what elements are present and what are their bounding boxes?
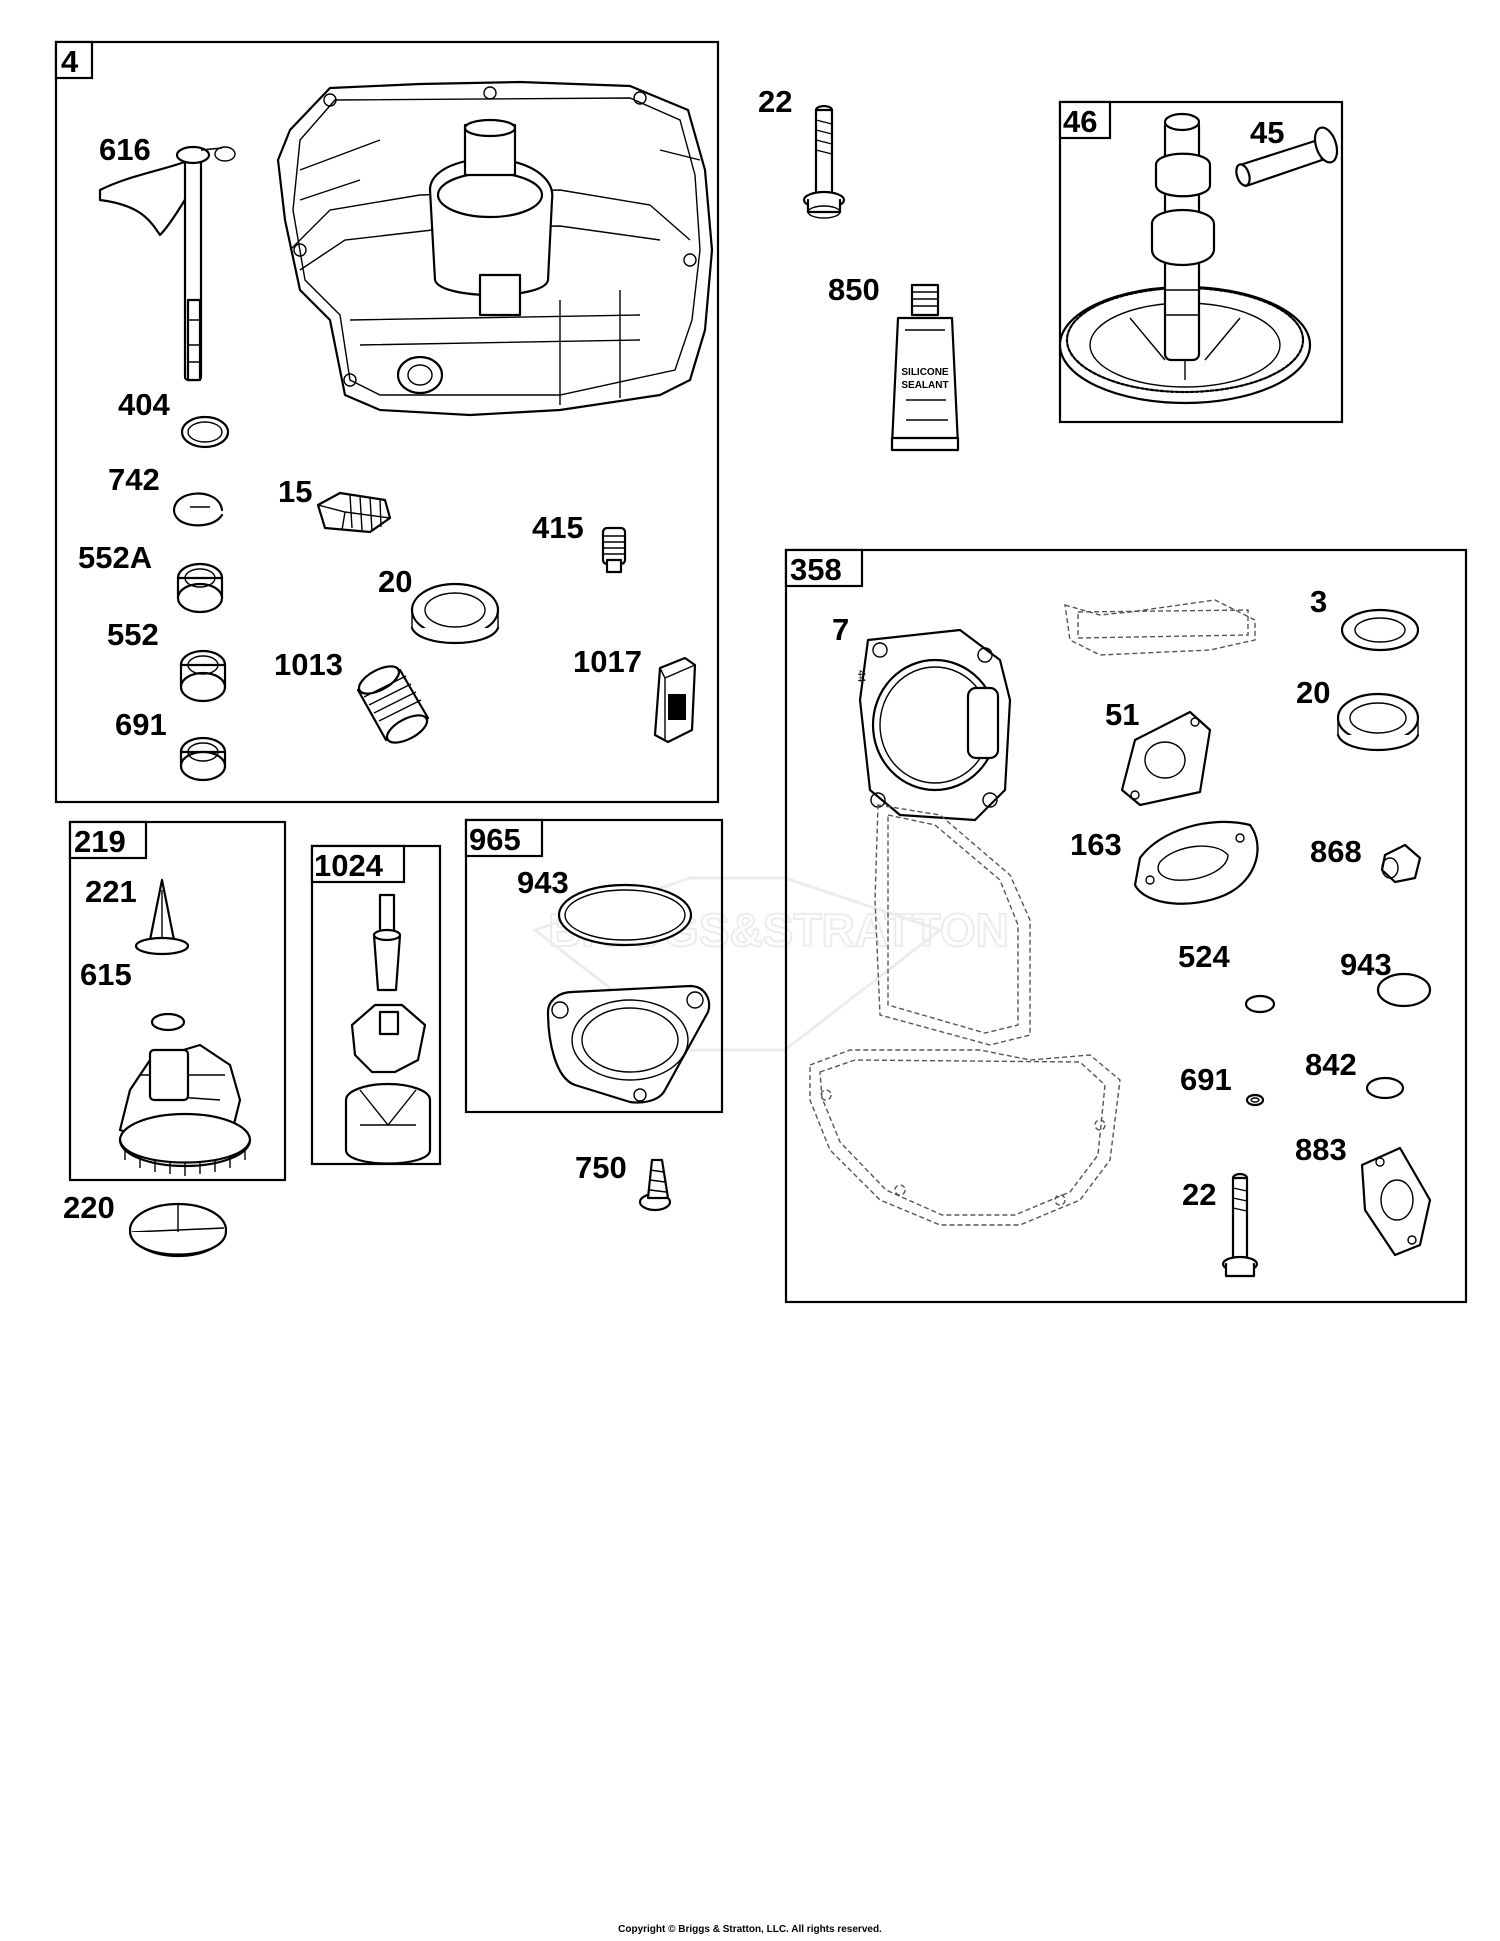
label-943: 943 [517,865,569,900]
fitting-415 [601,526,627,574]
group-box-358: 358 [784,548,1468,1304]
label-1017: 1017 [573,644,642,679]
label-20-kit: 20 [1296,675,1330,710]
label-616: 616 [99,132,151,167]
bolt-22-top [802,104,846,219]
group-tag-358: 358 [790,552,842,587]
label-415: 415 [532,510,584,545]
o-ring-524 [1244,994,1276,1014]
group-box-1024: 1024 [310,844,442,1166]
bolt-22-kit [1221,1172,1259,1278]
governor-shaft-616 [98,145,236,382]
oil-seal-20 [410,582,500,644]
crankcase-sump-illustration [276,80,714,417]
valve-tappet-45 [1235,126,1339,188]
label-615: 615 [80,957,132,992]
gasket-883 [1360,1146,1432,1257]
group-box-965: 965 [464,818,724,1114]
seal-552A [176,562,224,614]
label-883: 883 [1295,1132,1347,1167]
o-ring-691-kit [1245,1093,1265,1107]
group-tag-46: 46 [1063,104,1097,139]
washer-3 [1340,608,1420,652]
label-842: 842 [1305,1047,1357,1082]
label-691-kit: 691 [1180,1062,1232,1097]
o-ring-943 [557,883,693,947]
label-691-crankcase: 691 [115,707,167,742]
group-box-46: 46 [1058,100,1344,424]
label-3: 3 [1310,584,1327,619]
label-51: 51 [1105,697,1139,732]
oil-pump-housing [344,1082,432,1165]
tube-label-line-1: SILICONE [901,367,949,378]
callout-labels: 616 404 742 15 415 552A 20 552 1013 1017… [63,84,1392,1225]
oil-pump-pin [372,893,402,992]
intake-gasket-51 [1120,710,1212,807]
exhaust-gasket-163 [1133,820,1259,905]
pipe-fitting-1013 [356,665,430,744]
label-742: 742 [108,462,160,497]
retaining-ring-615 [150,1012,186,1032]
seal-552 [179,649,227,703]
label-552A: 552A [78,540,152,575]
seal-691 [179,736,227,782]
camshaft-gear-46 [1058,112,1312,405]
screen-1017 [653,656,697,744]
disc-220 [128,1202,228,1258]
gasket-stamp: 44 [855,670,867,682]
oil-pump-cover-965 [546,984,711,1104]
label-45: 45 [1250,115,1284,150]
label-524: 524 [1178,939,1230,974]
group-tag-4: 4 [61,44,79,79]
label-220: 220 [63,1190,115,1225]
valve-cover-gasket-dashed [1064,599,1256,656]
o-ring-842 [1365,1076,1405,1100]
group-tag-1024: 1024 [314,848,384,883]
label-15: 15 [278,474,312,509]
label-850: 850 [828,272,880,307]
governor-pin-221 [134,878,190,956]
cylinder-head-gasket-7: 44 [855,628,1012,822]
label-552: 552 [107,617,159,652]
group-tag-219: 219 [74,824,126,859]
o-ring-943-kit [1376,972,1432,1008]
tube-label-line-2: SEALANT [901,380,948,391]
sump-gasket-dashed [809,1049,1121,1226]
label-163: 163 [1070,827,1122,862]
label-22-kit: 22 [1182,1177,1216,1212]
oil-seal-20-kit [1336,692,1420,751]
label-20-crankcase: 20 [378,564,412,599]
label-943-kit: 943 [1340,947,1392,982]
label-868: 868 [1310,834,1362,869]
sealant-tube-850: SILICONE SEALANT [890,283,960,452]
copyright-notice: Copyright © Briggs & Stratton, LLC. All … [618,1924,882,1935]
label-1013: 1013 [274,647,343,682]
oil-pump-rotor [350,1003,427,1074]
fitting-868 [1380,843,1422,884]
label-22-top: 22 [758,84,792,119]
group-box-4: 4 [54,40,720,804]
retaining-ring-742 [173,492,224,527]
label-7: 7 [832,612,849,647]
label-404: 404 [118,387,170,422]
plug-15 [316,491,392,534]
label-750: 750 [575,1150,627,1185]
label-221: 221 [85,874,137,909]
governor-gear-assembly-219 [118,1043,252,1176]
group-box-219: 219 [68,820,287,1182]
washer-404 [180,415,230,449]
screw-750 [638,1158,672,1212]
group-tag-965: 965 [469,822,521,857]
